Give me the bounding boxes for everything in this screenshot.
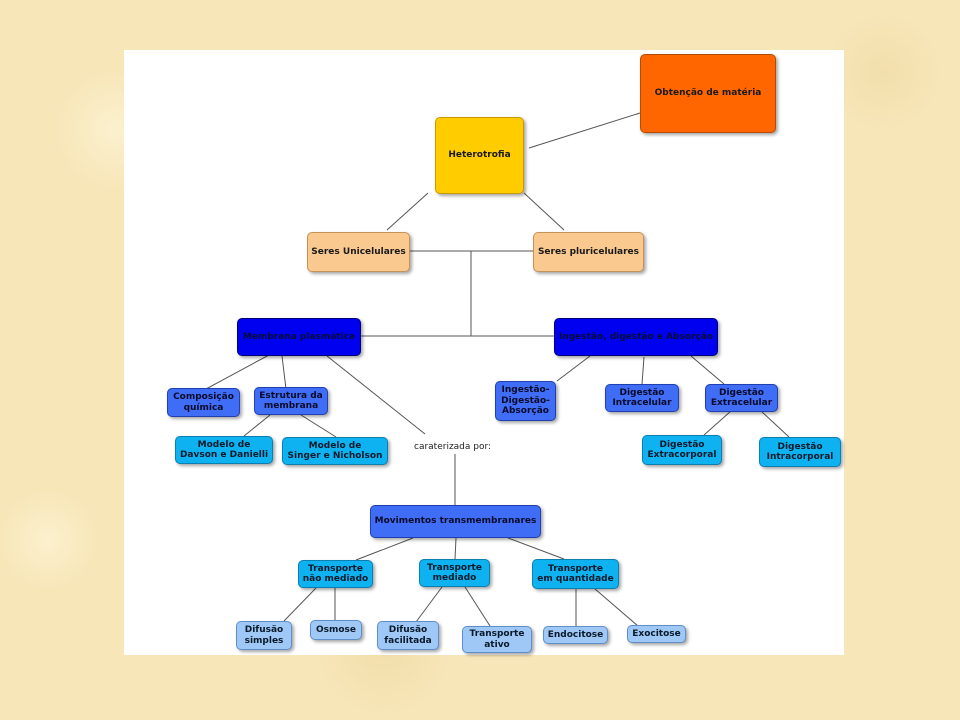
link-med-facil	[415, 586, 443, 623]
node-modelo-singer-nicholson: Modelo de Singer e Nicholson	[282, 437, 388, 465]
link-estrutura-singer	[300, 414, 337, 438]
node-movimentos-transmembranares: Movimentos transmembranares	[370, 505, 541, 538]
link-ingestao-intra	[641, 356, 645, 385]
link-heterotrofia-pluricelulares	[523, 192, 565, 231]
link-nao-difusao	[283, 587, 317, 622]
concept-map: Obtenção de matéria Heterotrofia Seres U…	[124, 50, 844, 655]
link-extra-intracorp	[760, 410, 790, 438]
link-mov-med	[454, 537, 457, 560]
link-ingestao-ida	[556, 355, 591, 382]
link-estrutura-davson	[243, 414, 271, 437]
node-heterotrofia: Heterotrofia	[435, 117, 524, 194]
node-transporte-em-quantidade: Transporte em quantidade	[532, 559, 619, 589]
link-label-caraterizada: caraterizada por:	[414, 442, 492, 452]
link-membrana-label	[326, 355, 426, 435]
node-endocitose: Endocitose	[543, 626, 608, 644]
node-seres-unicelulares: Seres Unicelulares	[307, 232, 410, 272]
node-estrutura-membrana: Estrutura da membrana	[254, 387, 328, 415]
link-mov-nao	[355, 537, 414, 561]
node-transporte-ativo: Transporte ativo	[462, 626, 532, 653]
node-exocitose: Exocitose	[627, 625, 686, 643]
link-heterotrofia-obtencao	[528, 112, 641, 149]
node-membrana-plasmatica: Membrana plasmática	[237, 318, 361, 356]
node-digestao-intracelular: Digestão Intracelular	[605, 384, 679, 412]
node-obtencao-materia: Obtenção de matéria	[640, 54, 776, 133]
node-seres-pluricelulares: Seres pluricelulares	[533, 232, 644, 272]
node-ingestao-digestao-absorcao-leaf: Ingestão- Digestão- Absorção	[495, 381, 556, 421]
link-mov-quant	[507, 537, 565, 560]
node-digestao-extracorporal: Digestão Extracorporal	[642, 435, 722, 465]
node-modelo-davson-danielli: Modelo de Davson e Danielli	[175, 436, 273, 464]
node-digestao-extracelular: Digestão Extracelular	[705, 384, 778, 412]
node-difusao-facilitada: Difusão facilitada	[377, 621, 439, 650]
connector-lines	[205, 112, 790, 627]
node-transporte-mediado: Transporte mediado	[419, 559, 490, 587]
link-extra-extracorp	[703, 410, 732, 436]
link-med-ativo	[464, 586, 491, 627]
node-composicao-quimica: Composição química	[167, 388, 240, 417]
link-heterotrofia-unicelulares	[386, 192, 429, 231]
node-digestao-intracorporal: Digestão Intracorporal	[759, 437, 841, 467]
link-quant-exo	[594, 588, 639, 627]
node-ingestao-digestao-absorcao: Ingestão, digestão e Absorção	[554, 318, 718, 356]
link-ingestao-extra	[690, 355, 725, 385]
node-transporte-nao-mediado: Transporte não mediado	[298, 560, 373, 588]
link-membrana-composicao	[205, 354, 270, 390]
node-difusao-simples: Difusão simples	[236, 621, 292, 650]
node-osmose: Osmose	[310, 620, 362, 640]
link-membrana-estrutura	[281, 355, 287, 390]
